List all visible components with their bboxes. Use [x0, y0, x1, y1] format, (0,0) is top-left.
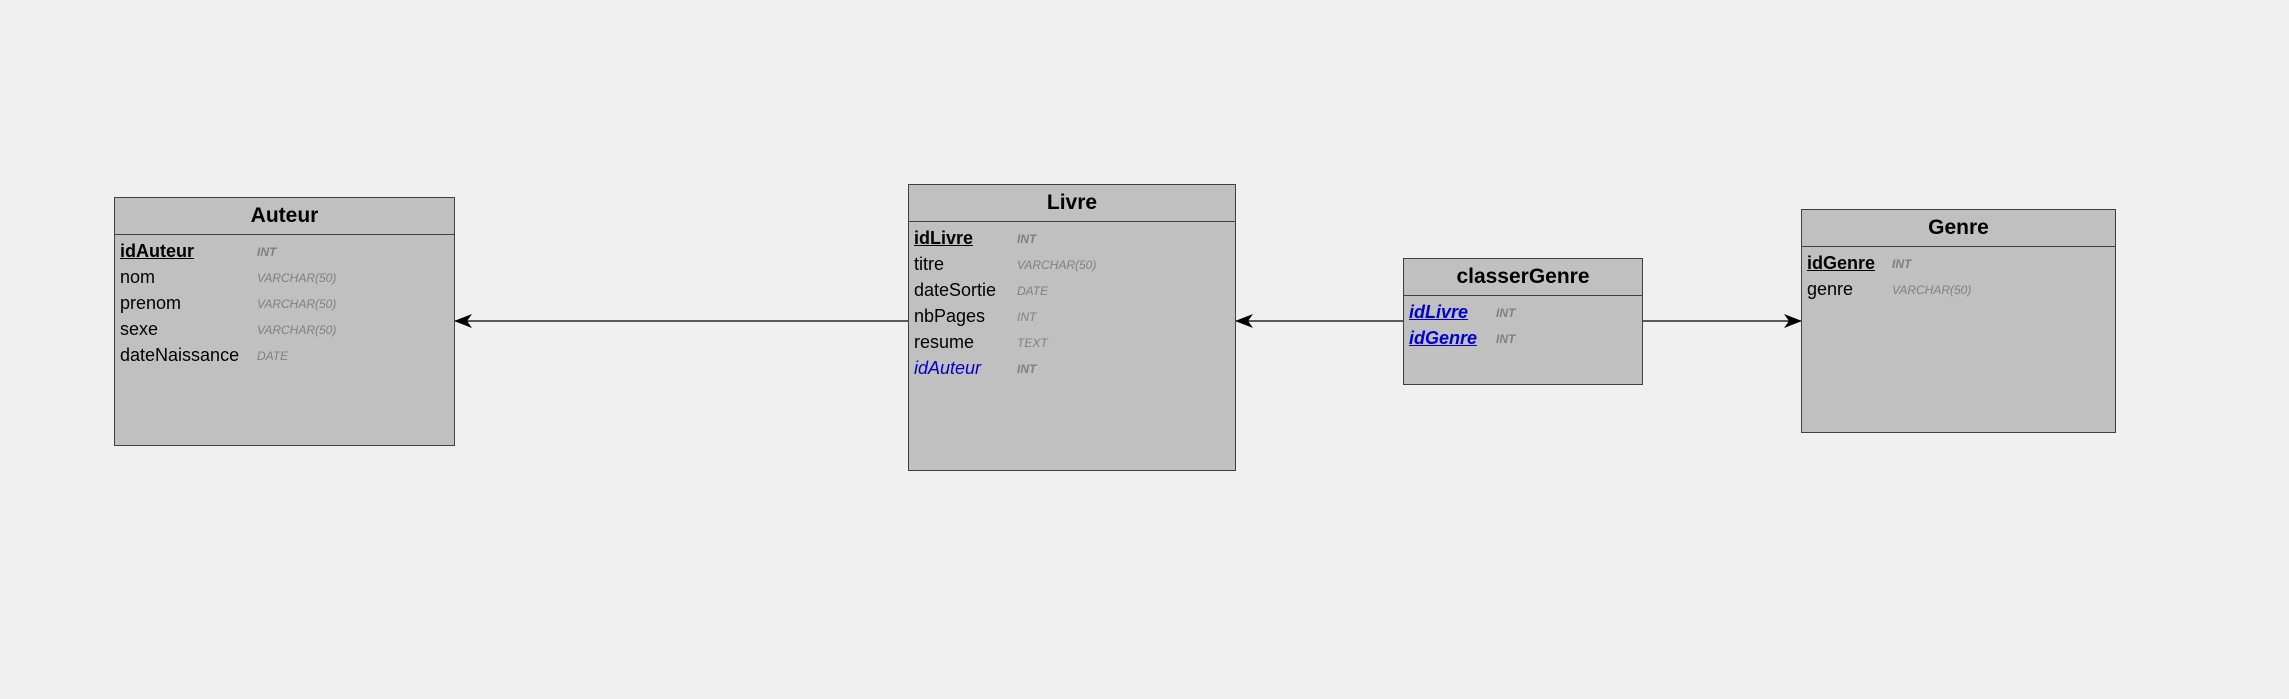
attribute-type: INT [1496, 306, 1516, 320]
attribute-name: nom [120, 267, 156, 287]
attribute-row[interactable]: idGenre INT [1802, 250, 2115, 276]
attribute-name: sexe [120, 319, 159, 339]
attribute-name: nbPages [914, 306, 986, 326]
entity-title: classerGenre [1404, 259, 1642, 296]
attribute-name: idLivre [914, 228, 974, 248]
attribute-name: resume [914, 332, 975, 352]
attribute-type: VARCHAR(50) [1017, 258, 1097, 272]
attribute-type: VARCHAR(50) [257, 323, 337, 337]
attribute-row[interactable]: titre VARCHAR(50) [909, 251, 1235, 277]
attribute-type: INT [1892, 257, 1912, 271]
attribute-name: idAuteur [120, 241, 194, 261]
attribute-row[interactable]: idAuteur INT [115, 238, 454, 264]
attribute-type: INT [1017, 362, 1037, 376]
attribute-row[interactable]: nbPages INT [909, 303, 1235, 329]
attribute-row[interactable]: dateSortie DATE [909, 277, 1235, 303]
attribute-type: INT [1496, 332, 1516, 346]
entity-title: Auteur [115, 198, 454, 235]
attribute-row[interactable]: idAuteur INT [909, 355, 1235, 381]
entity-genre[interactable]: Genre idGenre INT genre VARCHAR(50) [1801, 209, 2116, 433]
attribute-type: VARCHAR(50) [257, 271, 337, 285]
attribute-type: INT [1017, 232, 1037, 246]
attribute-list: idLivre INT titre VARCHAR(50) dateSortie… [909, 222, 1235, 381]
attribute-name: dateNaissance [120, 345, 240, 365]
attribute-type: DATE [1017, 284, 1049, 298]
attribute-type: VARCHAR(50) [257, 297, 337, 311]
attribute-list: idLivre INT idGenre INT [1404, 296, 1642, 351]
attribute-name: prenom [120, 293, 182, 313]
attribute-row[interactable]: sexe VARCHAR(50) [115, 316, 454, 342]
attribute-type: VARCHAR(50) [1892, 283, 1972, 297]
attribute-row[interactable]: prenom VARCHAR(50) [115, 290, 454, 316]
attribute-type: INT [257, 245, 277, 259]
entity-livre[interactable]: Livre idLivre INT titre VARCHAR(50) date… [908, 184, 1236, 471]
attribute-type: DATE [257, 349, 289, 363]
attribute-name: idGenre [1807, 253, 1876, 273]
attribute-row[interactable]: idGenre INT [1404, 325, 1642, 351]
attribute-name: idLivre [1409, 302, 1469, 322]
attribute-row[interactable]: genre VARCHAR(50) [1802, 276, 2115, 302]
attribute-name: idAuteur [914, 358, 982, 378]
attribute-name: genre [1807, 279, 1854, 299]
attribute-list: idGenre INT genre VARCHAR(50) [1802, 247, 2115, 302]
entity-title: Livre [909, 185, 1235, 222]
attribute-name: idGenre [1409, 328, 1478, 348]
attribute-name: dateSortie [914, 280, 997, 300]
attribute-row[interactable]: nom VARCHAR(50) [115, 264, 454, 290]
attribute-row[interactable]: idLivre INT [909, 225, 1235, 251]
attribute-row[interactable]: dateNaissance DATE [115, 342, 454, 368]
entity-title: Genre [1802, 210, 2115, 247]
attribute-type: TEXT [1017, 336, 1048, 350]
entity-auteur[interactable]: Auteur idAuteur INT nom VARCHAR(50) pren… [114, 197, 455, 446]
attribute-row[interactable]: idLivre INT [1404, 299, 1642, 325]
attribute-list: idAuteur INT nom VARCHAR(50) prenom VARC… [115, 235, 454, 368]
attribute-name: titre [914, 254, 945, 274]
attribute-row[interactable]: resume TEXT [909, 329, 1235, 355]
entity-classergenre[interactable]: classerGenre idLivre INT idGenre INT [1403, 258, 1643, 385]
attribute-type: INT [1017, 310, 1037, 324]
